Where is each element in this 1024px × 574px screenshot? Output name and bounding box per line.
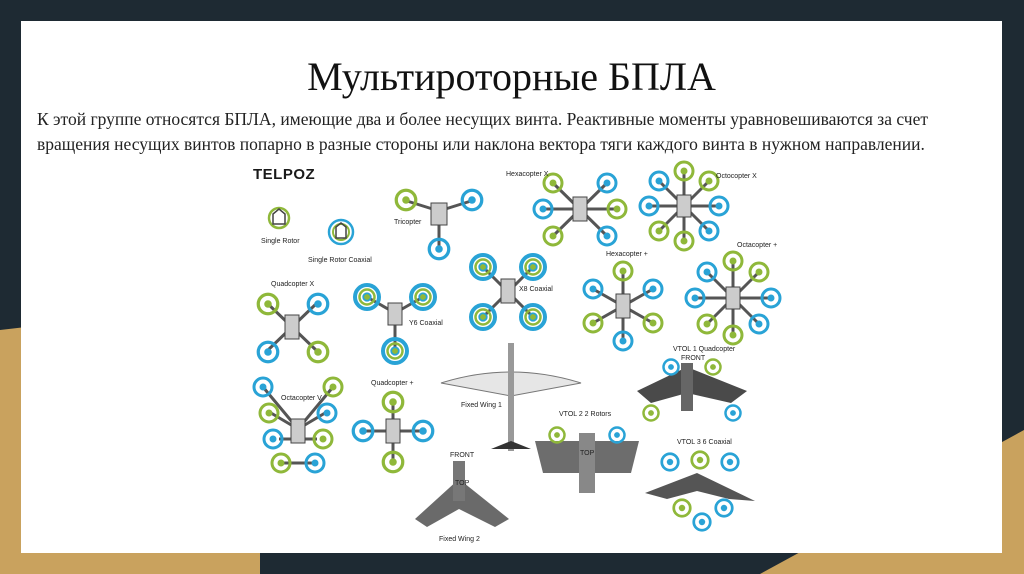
fixed-wing-2-top-label: TOP	[455, 480, 470, 487]
vtol-1-front-label: FRONT	[681, 355, 706, 362]
x8-coaxial-label: X8 Coaxial	[519, 286, 553, 293]
octocopter-x-diagram: Octocopter X	[640, 162, 757, 250]
fixed-wing-1-diagram: Fixed Wing 1	[441, 343, 581, 451]
hexacopter-plus-diagram: Hexacopter +	[584, 251, 662, 350]
octocopter-x-label: Octocopter X	[716, 173, 757, 180]
hexacopter-x-label: Hexacopter X	[506, 171, 549, 178]
tricopter-label: Tricopter	[394, 219, 422, 226]
slide: Мультироторные БПЛА К этой группе относя…	[21, 21, 1002, 553]
fixed-wing-2-front-label: FRONT	[450, 452, 475, 459]
single-rotor-coaxial-label: Single Rotor Coaxial	[308, 257, 372, 264]
x8-coaxial-diagram: X8 Coaxial	[471, 255, 553, 329]
single-rotor-diagram: Single Rotor	[261, 208, 300, 245]
fixed-wing-2-diagram: FRONT TOP Fixed Wing 2	[415, 452, 509, 543]
vtol-2-label: VTOL 2 2 Rotors	[559, 411, 612, 418]
quadcopter-x-diagram: Quadcopter X	[258, 281, 328, 362]
hexacopter-x-diagram: Hexacopter X	[506, 171, 626, 245]
vtol-2-top-label: TOP	[580, 450, 595, 457]
octacopter-plus-diagram: Octacopter +	[686, 242, 780, 344]
quadcopter-x-label: Quadcopter X	[271, 281, 315, 288]
vtol-1-label: VTOL 1 Quadcopter	[673, 346, 736, 353]
fixed-wing-1-label: Fixed Wing 1	[461, 402, 502, 409]
y6-coaxial-label: Y6 Coaxial	[409, 320, 443, 327]
fixed-wing-2-label: Fixed Wing 2	[439, 536, 480, 543]
vtol-2-diagram: VTOL 2 2 Rotors TOP	[535, 411, 639, 493]
single-rotor-label: Single Rotor	[261, 238, 300, 245]
single-rotor-coaxial-diagram: Single Rotor Coaxial	[308, 220, 372, 264]
octacopter-v-diagram: Octacopter V	[254, 378, 342, 472]
y6-coaxial-diagram: Y6 Coaxial	[355, 285, 443, 363]
tricopter-diagram: Tricopter	[394, 190, 482, 259]
octacopter-v-label: Octacopter V	[281, 395, 322, 402]
quadcopter-plus-diagram: Quadcopter +	[353, 380, 433, 472]
vtol-3-label: VTOL 3 6 Coaxial	[677, 439, 732, 446]
vtol-1-diagram: VTOL 1 Quadcopter FRONT	[637, 346, 747, 421]
quadcopter-plus-label: Quadcopter +	[371, 380, 414, 387]
vtol-3-diagram: VTOL 3 6 Coaxial	[645, 439, 755, 530]
hexacopter-plus-label: Hexacopter +	[606, 251, 648, 258]
multirotor-configurations-figure: Single Rotor Single Rotor Coaxial Tricop…	[21, 21, 1002, 553]
octacopter-plus-label: Octacopter +	[737, 242, 777, 249]
